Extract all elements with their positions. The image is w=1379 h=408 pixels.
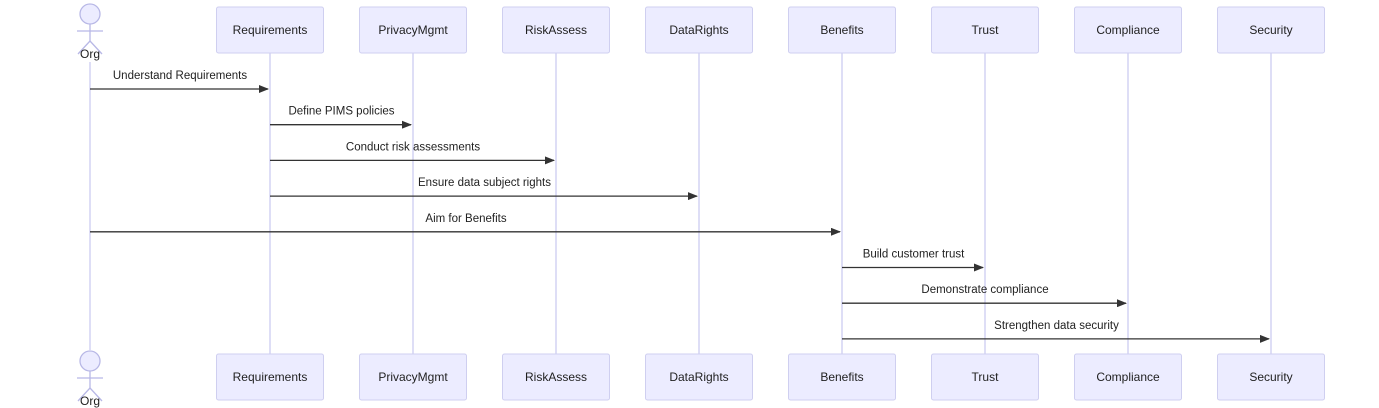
actor-legs (77, 40, 103, 55)
participant-risk-assess-top: RiskAssess (502, 6, 610, 54)
participant-box (1217, 6, 1325, 54)
participant-benefits-top: Benefits (788, 6, 896, 54)
participant-box (645, 353, 753, 401)
participant-label: RiskAssess (525, 370, 587, 384)
participant-requirements-top: Requirements (216, 6, 324, 54)
message-label: Define PIMS policies (288, 106, 394, 118)
participant-box (1074, 353, 1182, 401)
participant-security-top: Security (1217, 6, 1325, 54)
actor-icon-top: Org (77, 3, 103, 61)
message-label: Strengthen data security (994, 320, 1119, 332)
participant-label: PrivacyMgmt (378, 23, 448, 37)
actor-label-top: Org (80, 47, 100, 61)
participant-box (645, 6, 753, 54)
participant-data-rights-top: DataRights (645, 6, 753, 54)
participant-label: DataRights (669, 370, 728, 384)
message-6: Build customer trust (842, 249, 984, 272)
message-8: Strengthen data security (842, 320, 1270, 343)
participant-label: Requirements (233, 370, 308, 384)
actor-icon-bottom: Org (77, 350, 103, 408)
participant-trust-top: Trust (931, 6, 1039, 54)
participant-label: Benefits (820, 370, 863, 384)
message-label: Aim for Benefits (425, 213, 506, 225)
participants: OrgOrgRequirementsRequirementsPrivacyMgm… (77, 3, 1325, 408)
participant-box (359, 353, 467, 401)
participant-box (502, 353, 610, 401)
message-4: Ensure data subject rights (270, 177, 698, 201)
participant-requirements-bottom: Requirements (216, 353, 324, 401)
message-7: Demonstrate compliance (842, 284, 1127, 308)
message-5: Aim for Benefits (90, 213, 841, 236)
participant-box (1074, 6, 1182, 54)
actor-legs (77, 387, 103, 402)
participant-label: RiskAssess (525, 23, 587, 37)
participant-label: Security (1249, 370, 1292, 384)
participant-label: Trust (972, 370, 1000, 384)
participant-privacy-mgmt-bottom: PrivacyMgmt (359, 353, 467, 401)
participant-benefits-bottom: Benefits (788, 353, 896, 401)
participant-box (359, 6, 467, 54)
participant-box (788, 6, 896, 54)
participant-box (931, 6, 1039, 54)
participant-box (788, 353, 896, 401)
message-2: Define PIMS policies (270, 106, 412, 129)
participant-label: Benefits (820, 23, 863, 37)
participant-label: Trust (972, 23, 1000, 37)
participant-label: Security (1249, 23, 1292, 37)
participant-label: DataRights (669, 23, 728, 37)
actor-head (79, 350, 101, 372)
message-label: Demonstrate compliance (921, 284, 1048, 296)
message-label: Understand Requirements (113, 70, 247, 82)
participant-box (216, 6, 324, 54)
actor-head (79, 3, 101, 25)
message-label: Conduct risk assessments (346, 141, 480, 153)
participant-label: Compliance (1096, 23, 1160, 37)
message-label: Build customer trust (863, 249, 965, 261)
participant-compliance-bottom: Compliance (1074, 353, 1182, 401)
participant-trust-bottom: Trust (931, 353, 1039, 401)
actor-label-bottom: Org (80, 394, 100, 408)
participant-box (502, 6, 610, 54)
participant-label: Requirements (233, 23, 308, 37)
participant-data-rights-bottom: DataRights (645, 353, 753, 401)
participant-risk-assess-bottom: RiskAssess (502, 353, 610, 401)
participant-privacy-mgmt-top: PrivacyMgmt (359, 6, 467, 54)
message-label: Ensure data subject rights (418, 177, 551, 189)
participant-compliance-top: Compliance (1074, 6, 1182, 54)
participant-label: Compliance (1096, 370, 1160, 384)
message-1: Understand Requirements (90, 70, 269, 93)
participant-box (216, 353, 324, 401)
lifelines (89, 53, 1272, 354)
participant-security-bottom: Security (1217, 353, 1325, 401)
participant-box (931, 353, 1039, 401)
message-3: Conduct risk assessments (270, 141, 555, 165)
participant-box (1217, 353, 1325, 401)
participant-label: PrivacyMgmt (378, 370, 448, 384)
